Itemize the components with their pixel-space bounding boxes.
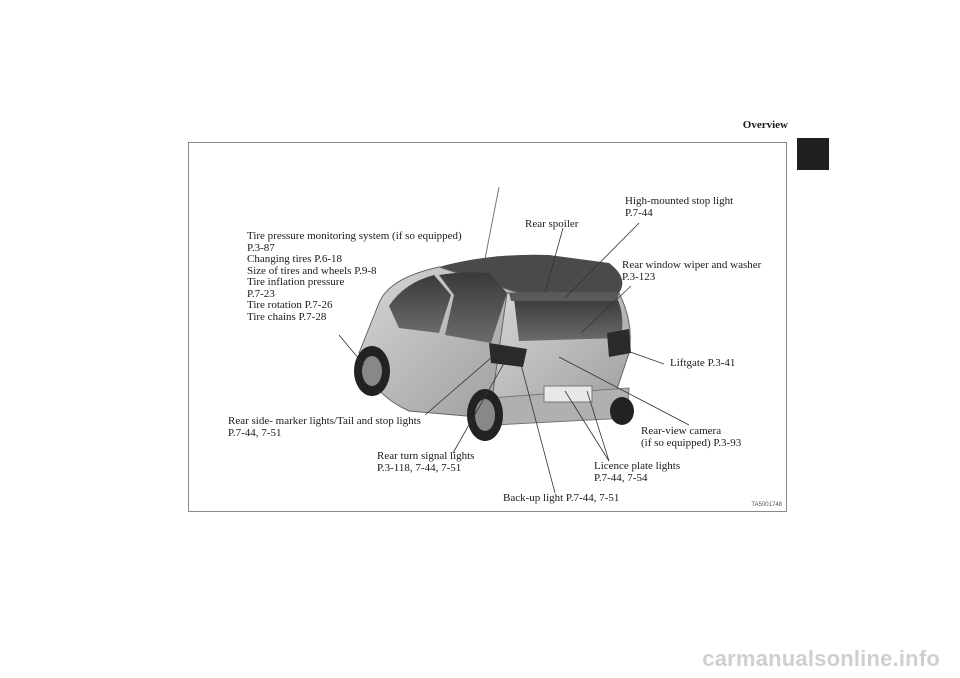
callout-rear-turn-signal: Rear turn signal lights P.3-118, 7-44, 7… xyxy=(377,450,475,474)
callout-liftgate: Liftgate P.3-41 xyxy=(670,357,736,369)
figure-id: TA5001748 xyxy=(751,502,782,508)
watermark-text[interactable]: carmanualsonline.info xyxy=(702,646,940,671)
callout-tire: Tire pressure monitoring system (if so e… xyxy=(247,230,462,323)
callout-rear-spoiler: Rear spoiler xyxy=(525,218,579,230)
callout-rear-side-marker: Rear side- marker lights/Tail and stop l… xyxy=(228,415,421,439)
callout-back-up-light: Back-up light P.7-44, 7-51 xyxy=(503,492,620,504)
callout-rear-view-camera: Rear-view camera (if so equipped) P.3-93 xyxy=(641,425,742,449)
callout-high-mounted-stop-light: High-mounted stop light P.7-44 xyxy=(625,195,734,219)
car-rear-illustration xyxy=(338,186,690,494)
page-header-title: Overview xyxy=(742,119,788,131)
callout-licence-plate-lights: Licence plate lights P.7-44, 7-54 xyxy=(594,460,681,484)
section-tab-marker xyxy=(797,138,829,170)
callout-rear-window-wiper: Rear window wiper and washer P.3-123 xyxy=(622,259,762,283)
overview-figure: Tire pressure monitoring system (if so e… xyxy=(188,142,787,512)
